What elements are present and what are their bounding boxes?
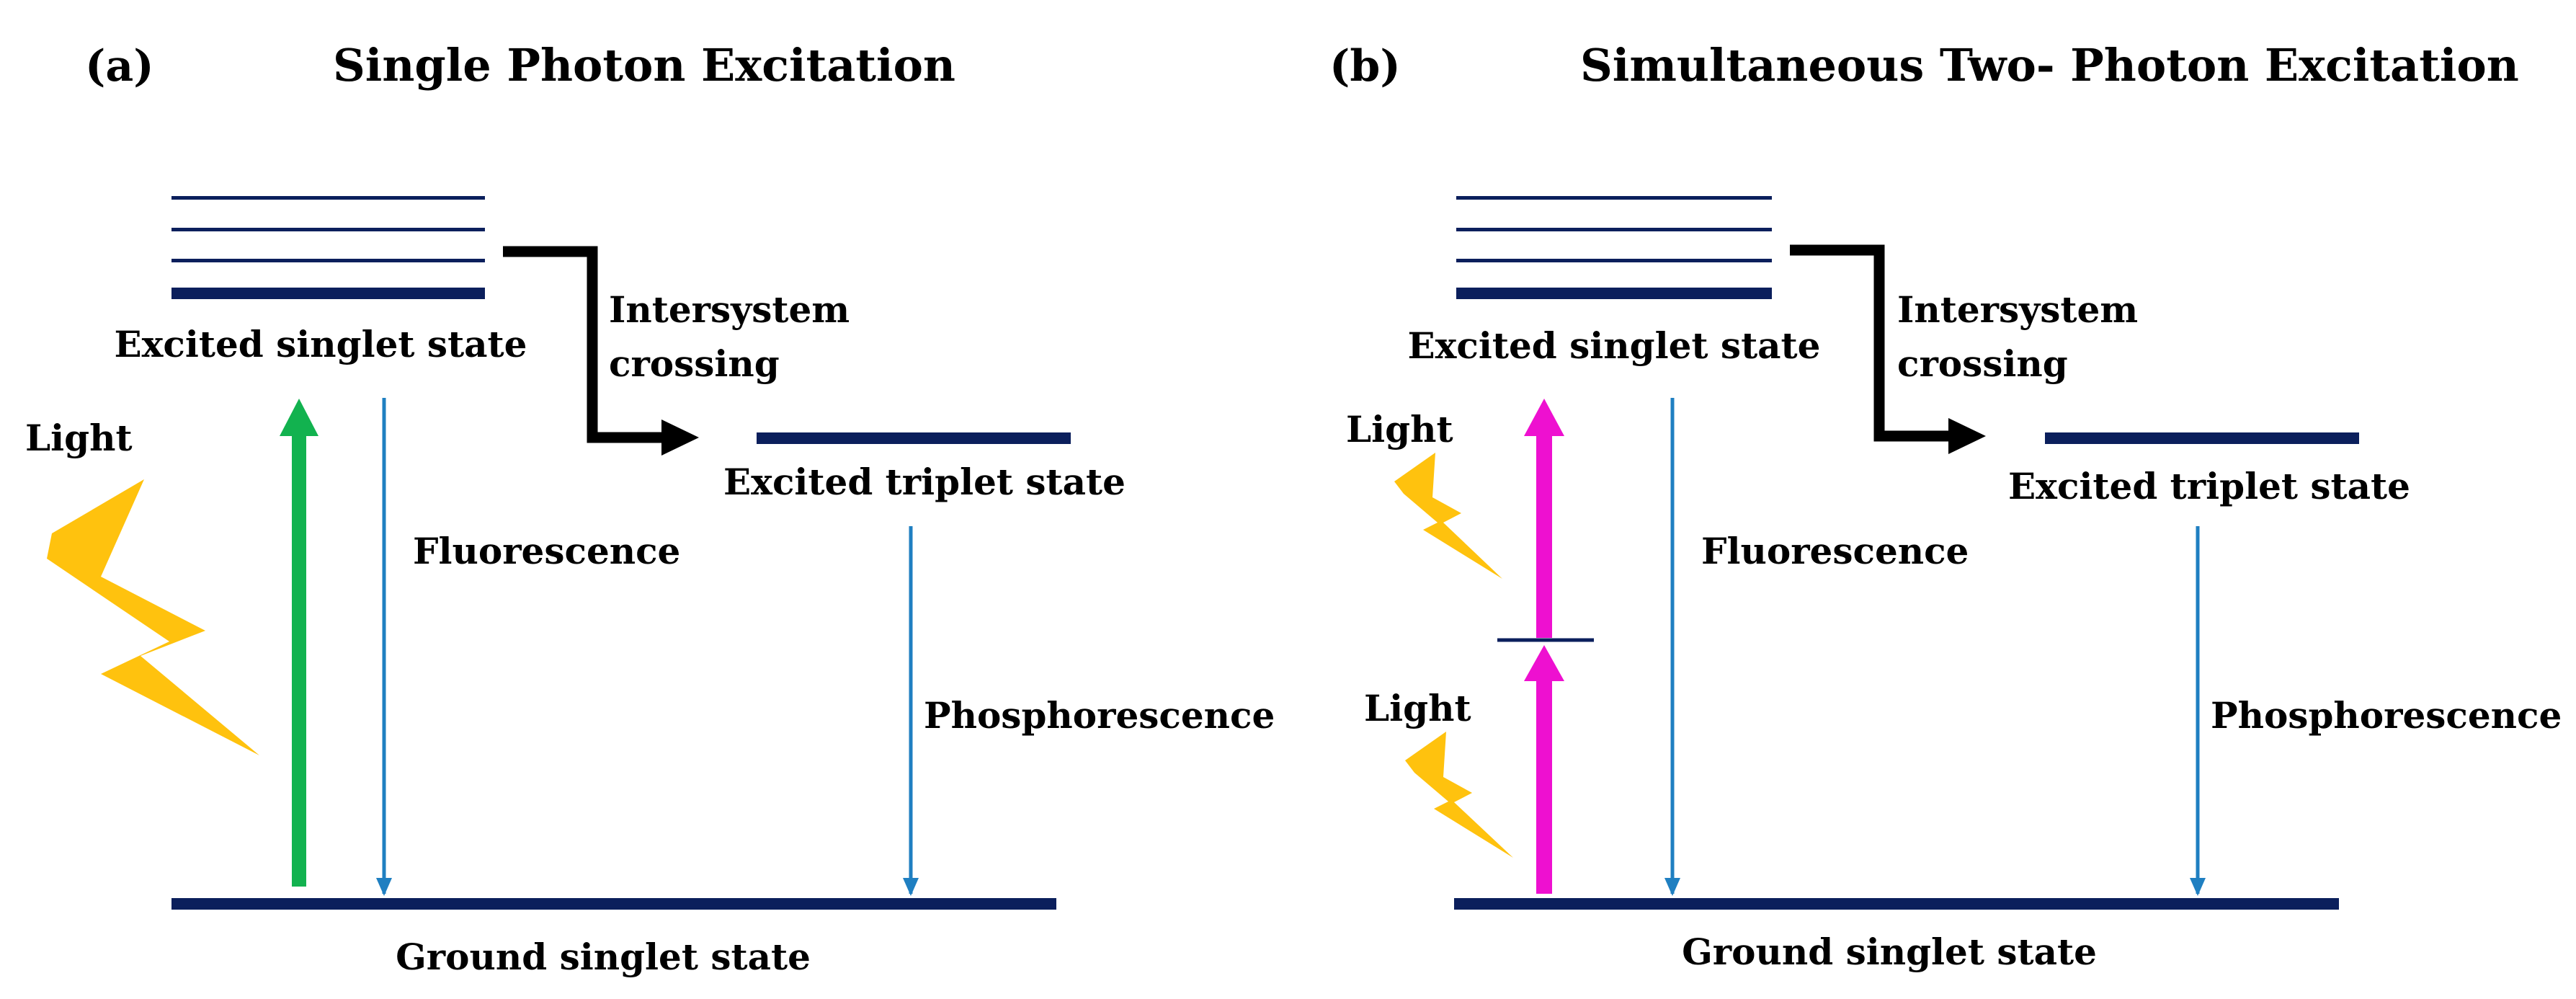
excited-singlet-levels [171, 196, 485, 299]
panel-b-title: Simultaneous Two- Photon Excitation [1580, 39, 2519, 92]
ground-state-label: Ground singlet state [1682, 931, 2097, 973]
isc-label-line1: Intersystem [609, 288, 850, 331]
isc-label-line2: crossing [609, 342, 780, 385]
excited-singlet-label: Excited singlet state [1408, 324, 1821, 367]
excited-triplet-label: Excited triplet state [2008, 465, 2410, 507]
excited-triplet-level [757, 432, 1071, 444]
vibrational-level [1456, 196, 1772, 200]
excited-triplet-level [2045, 432, 2359, 444]
panel-a: (a) Single Photon Excitation Excited sin… [25, 39, 1275, 978]
excitation-arrowhead-lower [1524, 645, 1564, 681]
ground-state-level [171, 898, 1056, 910]
vibrational-level [1456, 259, 1772, 262]
intersystem-crossing-arrow [503, 246, 663, 443]
phosphorescence-arrowhead [2190, 878, 2206, 896]
ground-state-level [1454, 898, 2339, 910]
phosphorescence-arrowhead [903, 878, 919, 896]
intersystem-crossing-arrowhead [1948, 418, 1986, 454]
vibrational-level [171, 228, 485, 231]
excited-singlet-level [171, 288, 485, 299]
phosphorescence-label: Phosphorescence [2211, 694, 2562, 737]
light-label-lower: Light [1364, 687, 1471, 729]
excitation-arrowhead [280, 399, 318, 436]
panel-b-letter: (b) [1329, 41, 1401, 92]
fluorescence-label: Fluorescence [1701, 530, 1969, 572]
lightning-icon [1405, 732, 1513, 858]
fluorescence-label: Fluorescence [413, 530, 680, 572]
excitation-arrow-upper-shaft [1536, 432, 1552, 638]
excitation-arrowhead-upper [1524, 399, 1564, 436]
ground-state-label: Ground singlet state [396, 936, 811, 978]
isc-label-line2: crossing [1897, 342, 2068, 385]
fluorescence-arrowhead [1664, 878, 1680, 896]
intersystem-crossing-arrowhead [661, 419, 699, 456]
vibrational-level [171, 196, 485, 200]
excited-triplet-label: Excited triplet state [723, 461, 1126, 503]
excited-singlet-level [1456, 288, 1772, 299]
vibrational-level [1456, 228, 1772, 231]
isc-label-line1: Intersystem [1897, 288, 2138, 331]
panel-a-letter: (a) [85, 41, 154, 92]
light-label: Light [25, 417, 133, 459]
vibrational-level [171, 259, 485, 262]
light-label-upper: Light [1346, 408, 1453, 450]
phosphorescence-label: Phosphorescence [924, 694, 1275, 737]
excited-singlet-levels [1456, 196, 1772, 299]
panel-a-title: Single Photon Excitation [333, 39, 955, 92]
lightning-icon [1394, 453, 1502, 579]
excited-singlet-label: Excited singlet state [115, 323, 527, 365]
panel-b: (b) Simultaneous Two- Photon Excitation … [1329, 39, 2562, 973]
lightning-icon [47, 479, 259, 755]
excitation-arrow-lower-shaft [1536, 678, 1552, 894]
intersystem-crossing-arrow [1790, 244, 1951, 442]
excitation-arrow-shaft [292, 432, 306, 887]
fluorescence-arrowhead [376, 878, 392, 896]
